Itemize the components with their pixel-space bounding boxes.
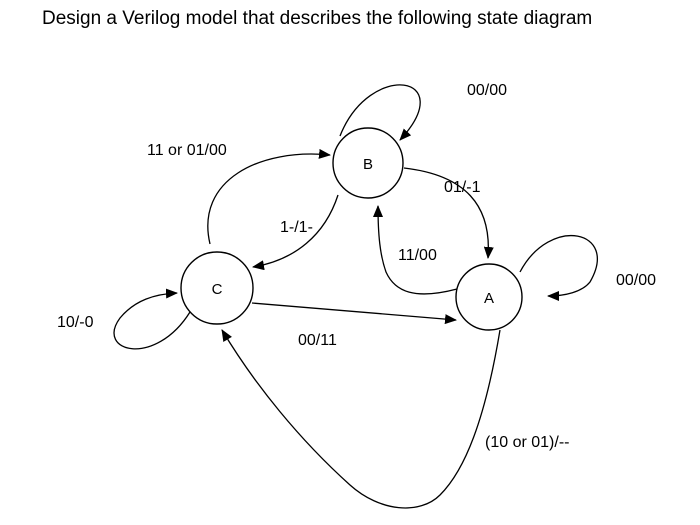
label-c-to-b: 11 or 01/00 <box>147 142 227 159</box>
edge-c-to-a <box>251 302 457 325</box>
state-c: C <box>180 251 254 325</box>
label-c-self: 10/-0 <box>57 314 94 331</box>
state-a-label: A <box>484 290 494 307</box>
edge-a-self <box>519 235 598 301</box>
edge-b-to-a <box>403 167 494 259</box>
state-b: B <box>332 127 404 199</box>
edge-b-self <box>339 84 421 141</box>
label-b-to-c: 1-/1- <box>280 219 313 236</box>
label-b-to-a: 01/-1 <box>444 179 481 196</box>
question-title: Design a Verilog model that describes th… <box>42 8 593 29</box>
label-b-self: 00/00 <box>467 82 507 99</box>
state-c-label: C <box>212 281 223 298</box>
edge-c-self <box>113 288 191 350</box>
label-a-to-b: 11/00 <box>398 247 437 264</box>
state-a: A <box>455 263 523 331</box>
edge-c-to-b <box>207 148 331 245</box>
label-a-to-c: (10 or 01)/-- <box>485 434 569 451</box>
edge-b-to-c <box>252 194 339 271</box>
label-a-self: 00/00 <box>616 272 656 289</box>
edge-a-to-b <box>373 205 458 295</box>
label-c-to-a: 00/11 <box>298 332 337 349</box>
edge-a-to-c <box>221 329 501 509</box>
state-b-label: B <box>363 156 373 173</box>
